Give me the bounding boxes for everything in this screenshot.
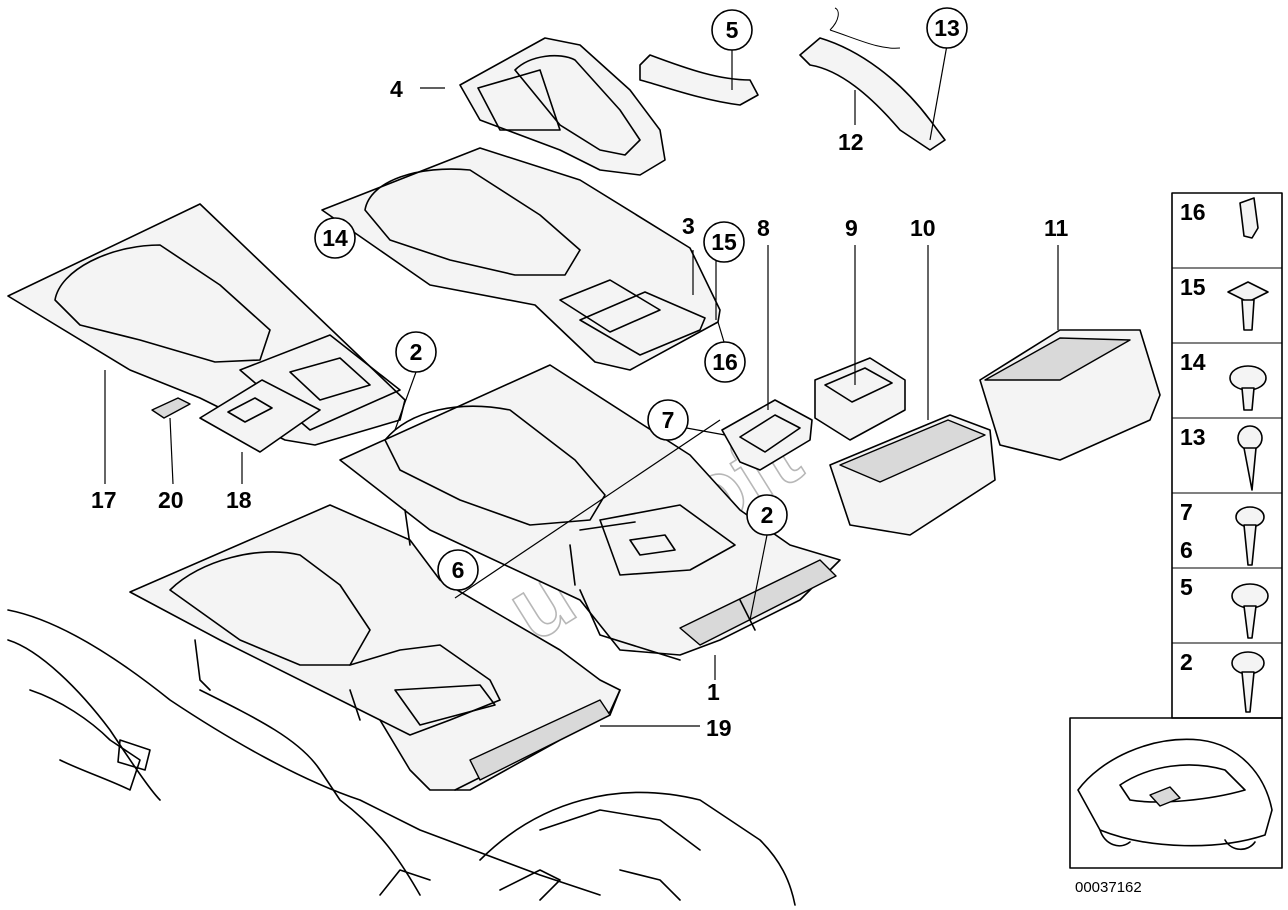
highlight-icon — [1149, 786, 1181, 807]
part-11-storage-bin — [979, 329, 1161, 461]
phillips-screw-icon — [1231, 651, 1265, 713]
part-5-bracket — [639, 54, 759, 106]
svg-text:16: 16 — [1180, 199, 1206, 225]
part-3-upper-trim — [321, 147, 721, 371]
clip-icon — [1239, 197, 1259, 239]
oval-head-screw-icon — [1229, 365, 1267, 411]
svg-text:7: 7 — [662, 407, 675, 433]
svg-text:14: 14 — [322, 225, 348, 251]
legend-row-5: 5 — [1180, 574, 1269, 639]
washer-screw-icon — [1231, 583, 1269, 639]
svg-text:13: 13 — [1180, 424, 1206, 450]
part-9-detail — [824, 367, 893, 403]
part-8-storage-tray — [721, 399, 813, 471]
part-20-cover — [151, 397, 191, 419]
leader-lines — [104, 44, 1059, 727]
callout-18: 18 — [226, 487, 252, 513]
svg-text:6: 6 — [452, 557, 465, 583]
svg-text:5: 5 — [1180, 574, 1193, 600]
callout-3: 3 — [682, 213, 695, 239]
flange-screw-icon — [1235, 506, 1265, 566]
part-8-detail — [739, 414, 801, 453]
callout-6: 6 — [437, 549, 479, 591]
callout-7: 7 — [647, 399, 689, 441]
callout-2b: 2 — [746, 494, 788, 536]
callout-15: 15 — [703, 221, 745, 263]
callout-14: 14 — [314, 217, 356, 259]
svg-text:16: 16 — [712, 349, 738, 375]
part-10-storage-box — [829, 414, 996, 536]
callout-2a: 2 — [395, 331, 437, 373]
self-tapping-screw-icon — [1237, 425, 1263, 491]
part-6-leader — [454, 419, 721, 599]
svg-text:2: 2 — [1180, 649, 1193, 675]
callout-13: 13 — [926, 7, 968, 49]
svg-text:14: 14 — [1180, 349, 1206, 375]
callout-9: 9 — [845, 215, 858, 241]
part-18-ashtray-lid — [199, 379, 321, 453]
part-4-shift-surround — [459, 37, 666, 176]
car-locator-thumbnail — [1069, 717, 1283, 869]
callout-16: 16 — [704, 341, 746, 383]
legend-row-13: 13 — [1180, 424, 1263, 491]
callout-12: 12 — [838, 129, 864, 155]
svg-text:5: 5 — [726, 17, 739, 43]
callout-11: 11 — [1044, 215, 1069, 241]
legend-row-16: 16 — [1180, 197, 1259, 239]
part-17-trim-panel — [7, 203, 406, 446]
svg-text:13: 13 — [934, 15, 960, 41]
diagram-number: 00037162 — [1075, 879, 1142, 896]
legend-row-15: 15 — [1180, 274, 1269, 331]
expanding-rivet-icon — [1227, 281, 1269, 331]
callout-5: 5 — [711, 9, 753, 51]
svg-text:7: 7 — [1180, 499, 1193, 525]
legend-row-7-6: 7 6 — [1180, 499, 1265, 566]
svg-text:2: 2 — [761, 502, 774, 528]
part-12-harness-bracket — [799, 7, 946, 151]
callout-20: 20 — [158, 487, 184, 513]
callout-1: 1 — [707, 679, 720, 705]
callout-8: 8 — [757, 215, 770, 241]
svg-text:15: 15 — [1180, 274, 1206, 300]
callout-10: 10 — [910, 215, 936, 241]
legend-row-14: 14 — [1180, 349, 1267, 411]
svg-text:6: 6 — [1180, 537, 1193, 563]
callout-17: 17 — [91, 487, 117, 513]
fastener-legend: 16 15 14 13 7 6 — [1171, 192, 1283, 719]
legend-row-2: 2 — [1180, 649, 1265, 713]
svg-text:2: 2 — [410, 339, 423, 365]
svg-text:15: 15 — [711, 229, 737, 255]
part-19-console-carrier — [129, 504, 621, 791]
car-floor-outline — [7, 609, 796, 906]
callout-4: 4 — [390, 76, 403, 102]
callout-19: 19 — [706, 715, 732, 741]
part-1-center-console — [339, 364, 841, 661]
